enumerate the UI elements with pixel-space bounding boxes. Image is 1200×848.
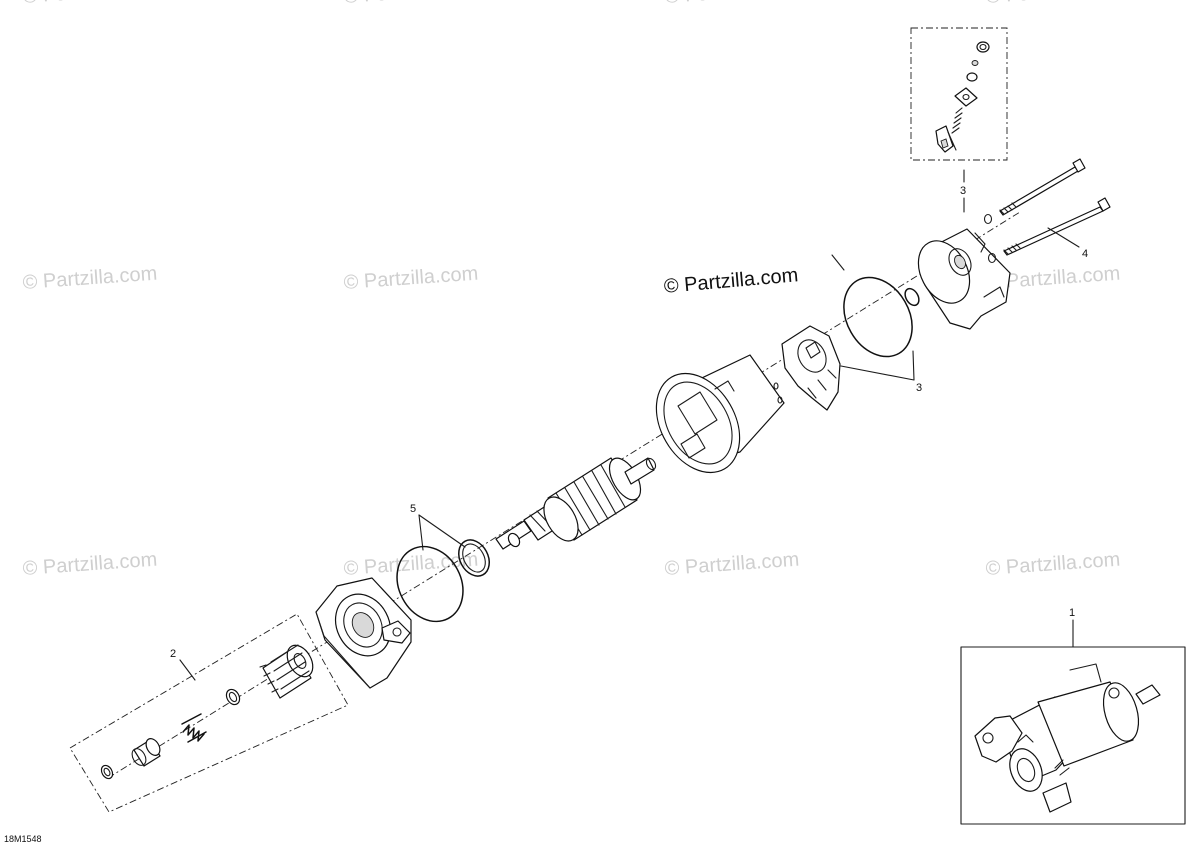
drive-kit-group: [69, 613, 349, 813]
retaining-ring: [225, 688, 241, 706]
callout-leader-3b: [840, 350, 915, 381]
sleeve-bushing: [131, 738, 161, 767]
solenoid-kit-group: [910, 27, 1008, 213]
callout-number: 2: [170, 648, 176, 660]
drive-kit-frame: [69, 613, 349, 813]
compression-spring: [181, 713, 207, 743]
large-o-ring: [396, 545, 464, 623]
callout-leader-5a: [418, 514, 424, 551]
callout-number: 4: [1082, 248, 1088, 260]
drive-gear-icon: [259, 644, 314, 699]
callout-leader-5b: [418, 514, 466, 548]
callout-leader-2: [179, 659, 196, 681]
seal-kit-group: [396, 514, 490, 623]
armature-icon: [495, 457, 657, 550]
callout-number: 3: [960, 185, 966, 197]
brush-kit-small-ring: [904, 287, 920, 307]
callout-number: 1: [1069, 607, 1075, 619]
drive-end-housing: [315, 577, 412, 689]
callout-number: 3: [916, 382, 922, 394]
small-ring: [100, 764, 114, 780]
brush-plate-group: [781, 254, 920, 411]
brush-plate: [781, 325, 841, 411]
callout-leader-4: [1047, 227, 1080, 248]
through-bolts: [983, 158, 1111, 264]
field-frame-housing: [655, 354, 785, 474]
diagram-code: 18M1548: [4, 834, 42, 844]
starter-motor-icon: [974, 663, 1161, 813]
starter-assembly-frame: [960, 646, 1186, 825]
commutator-end-cap: [917, 228, 1011, 330]
small-o-ring: [458, 539, 490, 577]
starter-assembly-group: [960, 619, 1186, 825]
callout-number: 5: [410, 503, 416, 515]
solenoid-kit-frame: [910, 27, 1008, 161]
brush-kit-o-ring: [843, 276, 913, 358]
